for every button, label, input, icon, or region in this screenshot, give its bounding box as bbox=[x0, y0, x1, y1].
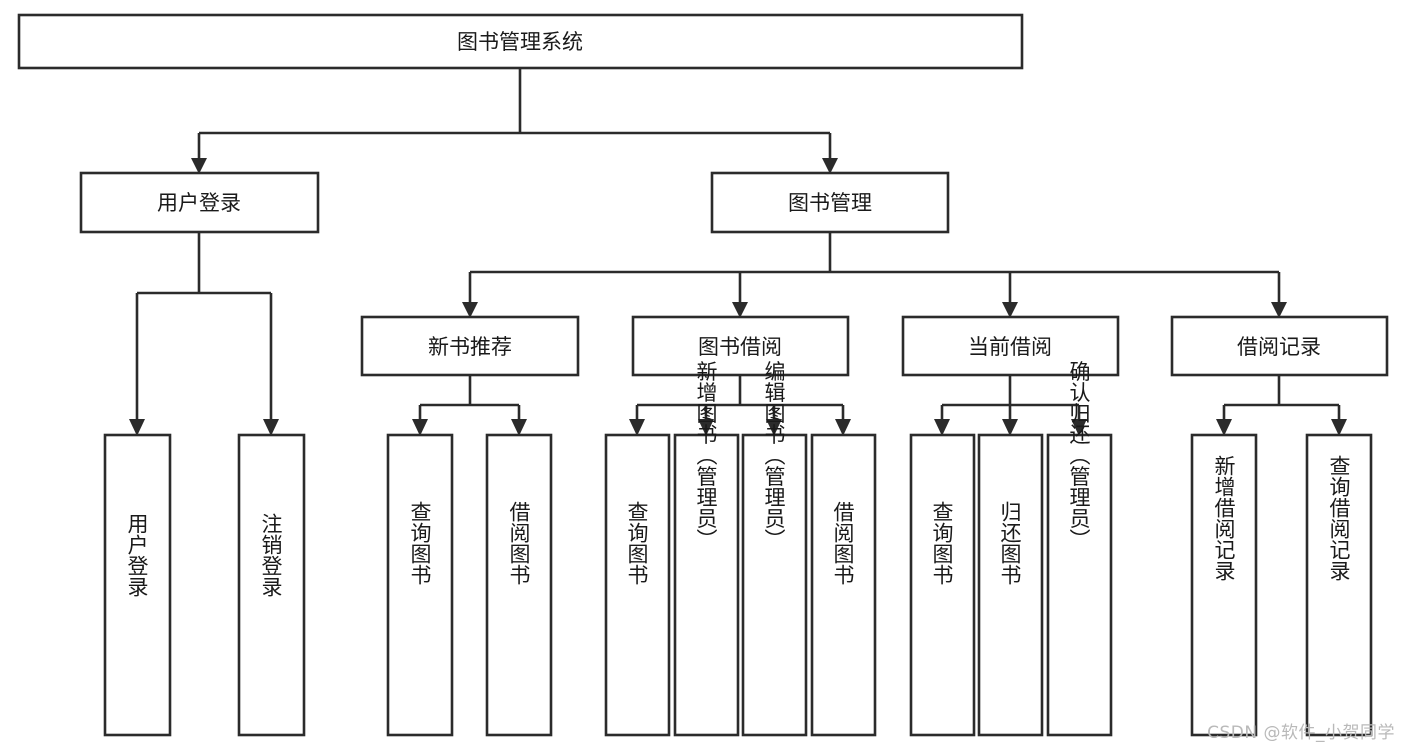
leaf-current-borrow-0-label: 查询图书 bbox=[930, 501, 954, 585]
node-borrow-record-box bbox=[1170, 315, 1389, 377]
node-user-login-label: 用户登录 bbox=[157, 191, 241, 215]
leaf-borrow-record-0-box bbox=[1190, 433, 1258, 737]
leaf-node[interactable]: 查询图书 bbox=[604, 433, 671, 737]
leaf-borrow-record-1-box bbox=[1305, 433, 1373, 737]
arrowhead-leaf-user-login-1 bbox=[263, 419, 279, 436]
leaf-user-login-0-label: 用户登录 bbox=[125, 513, 149, 597]
leaf-new-book-0-box bbox=[386, 433, 454, 737]
connector-layer bbox=[129, 68, 1347, 436]
arrowhead-leaf-current-borrow-0 bbox=[934, 419, 950, 436]
arrowhead-book-manage bbox=[822, 158, 838, 174]
leaf-node[interactable]: 用户登录 bbox=[103, 433, 172, 737]
leaf-node[interactable]: 查询图书 bbox=[909, 433, 976, 737]
leaf-book-borrow-2-label: 编辑图书（管理员） bbox=[762, 361, 786, 550]
leaf-user-login-0-box bbox=[103, 433, 172, 737]
arrowhead-user-login bbox=[191, 158, 207, 174]
leaf-node[interactable]: 新增图书（管理员） bbox=[673, 361, 740, 737]
node-book-borrow-box bbox=[631, 315, 850, 377]
arrowhead-leaf-new-book-0 bbox=[412, 419, 428, 436]
leaf-book-borrow-0-box bbox=[604, 433, 671, 737]
leaf-node[interactable]: 编辑图书（管理员） bbox=[741, 361, 808, 737]
node-book-borrow[interactable]: 图书借阅 bbox=[631, 315, 850, 377]
arrowhead-leaf-book-borrow-3 bbox=[835, 419, 851, 436]
arrowhead-leaf-borrow-record-1 bbox=[1331, 419, 1347, 436]
arrowhead-leaf-book-borrow-0 bbox=[629, 419, 645, 436]
node-user-login-box bbox=[79, 171, 320, 234]
leaf-node[interactable]: 借阅图书 bbox=[485, 433, 553, 737]
leaf-node[interactable]: 注销登录 bbox=[237, 433, 306, 737]
leaf-node[interactable]: 借阅图书 bbox=[810, 433, 877, 737]
node-root-label: 图书管理系统 bbox=[457, 30, 583, 54]
leaf-book-borrow-2-box bbox=[741, 433, 808, 737]
node-new-book-recommend[interactable]: 新书推荐 bbox=[360, 315, 580, 377]
leaf-user-login-1-label: 注销登录 bbox=[259, 513, 283, 597]
arrowhead-current-borrow bbox=[1002, 302, 1018, 318]
arrowhead-book-borrow bbox=[732, 302, 748, 318]
node-current-borrow-label: 当前借阅 bbox=[968, 335, 1052, 359]
node-book-manage[interactable]: 图书管理 bbox=[710, 171, 950, 234]
arrowhead-leaf-new-book-1 bbox=[511, 419, 527, 436]
arrowhead-leaf-book-borrow-2 bbox=[766, 419, 782, 436]
leaf-book-borrow-1-label: 新增图书（管理员） bbox=[694, 361, 718, 550]
leaf-current-borrow-0-box bbox=[909, 433, 976, 737]
leaf-book-borrow-3-label: 借阅图书 bbox=[831, 501, 855, 585]
leaf-user-login-1-box bbox=[237, 433, 306, 737]
leaf-node[interactable]: 查询图书 bbox=[386, 433, 454, 737]
leaf-new-book-1-label: 借阅图书 bbox=[507, 501, 531, 585]
leaf-book-borrow-0-label: 查询图书 bbox=[625, 501, 649, 585]
leaf-book-borrow-3-box bbox=[810, 433, 877, 737]
arrowhead-new-book bbox=[462, 302, 478, 318]
arrowhead-leaf-book-borrow-1 bbox=[698, 419, 714, 436]
node-book-manage-label: 图书管理 bbox=[788, 191, 872, 215]
node-book-borrow-label: 图书借阅 bbox=[698, 335, 782, 359]
node-borrow-record[interactable]: 借阅记录 bbox=[1170, 315, 1389, 377]
arrowhead-borrow-record bbox=[1271, 302, 1287, 318]
arrowhead-leaf-current-borrow-2 bbox=[1071, 419, 1087, 436]
leaf-borrow-record-1-label: 查询借阅记录 bbox=[1327, 455, 1351, 581]
leaf-current-borrow-2-box bbox=[1046, 433, 1113, 737]
arrowhead-leaf-current-borrow-1 bbox=[1002, 419, 1018, 436]
node-new-book-recommend-box bbox=[360, 315, 580, 377]
node-book-manage-box bbox=[710, 171, 950, 234]
node-current-borrow-box bbox=[901, 315, 1120, 377]
leaf-current-borrow-2-label: 确认归还（管理员） bbox=[1067, 361, 1091, 550]
arrowhead-leaf-borrow-record-0 bbox=[1216, 419, 1232, 436]
node-user-login[interactable]: 用户登录 bbox=[79, 171, 320, 234]
node-new-book-recommend-label: 新书推荐 bbox=[428, 335, 512, 359]
leaf-book-borrow-1-box bbox=[673, 433, 740, 737]
leaf-node[interactable]: 确认归还（管理员） bbox=[1046, 361, 1113, 737]
node-current-borrow[interactable]: 当前借阅 bbox=[901, 315, 1120, 377]
node-root[interactable]: 图书管理系统 bbox=[17, 13, 1024, 70]
leaf-node[interactable]: 归还图书 bbox=[977, 433, 1044, 737]
leaf-new-book-0-label: 查询图书 bbox=[408, 501, 432, 585]
arrowhead-leaf-user-login-0 bbox=[129, 419, 145, 436]
node-borrow-record-label: 借阅记录 bbox=[1237, 335, 1321, 359]
leaf-current-borrow-1-label: 归还图书 bbox=[998, 501, 1022, 585]
leaf-borrow-record-0-label: 新增借阅记录 bbox=[1212, 455, 1236, 581]
leaf-node[interactable]: 查询借阅记录 bbox=[1305, 433, 1373, 737]
leaf-node[interactable]: 新增借阅记录 bbox=[1190, 433, 1258, 737]
leaf-current-borrow-1-box bbox=[977, 433, 1044, 737]
node-root-box bbox=[17, 13, 1024, 70]
leaf-new-book-1-box bbox=[485, 433, 553, 737]
